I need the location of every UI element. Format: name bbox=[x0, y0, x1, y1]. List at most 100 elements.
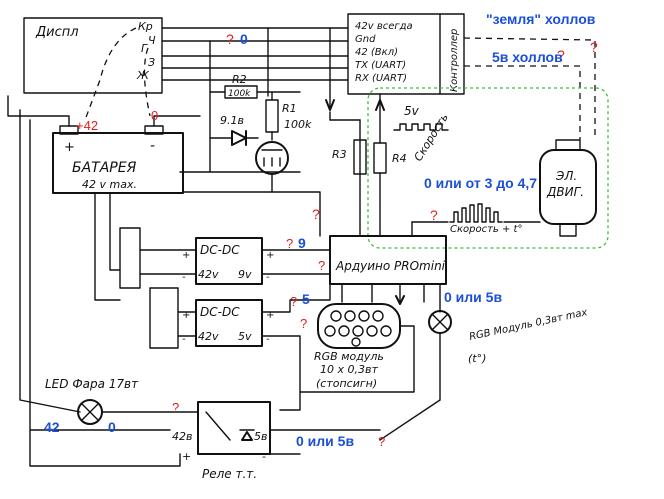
blue-annotations: 0 "земля" холлов 5в холлов 0 или от 3 до… bbox=[44, 11, 596, 449]
dcdc2-input-bracket bbox=[149, 287, 179, 349]
annotation-nine: 9 bbox=[298, 235, 306, 251]
motor-block: ЭЛ. ДВИГ. bbox=[539, 139, 597, 237]
motor-line1: ЭЛ. bbox=[555, 169, 577, 183]
annotation-plus42: +42 bbox=[76, 118, 98, 133]
relay-box bbox=[197, 401, 271, 455]
zener-label: 9.1в bbox=[220, 114, 244, 127]
dcdc2-label: DC-DC bbox=[200, 305, 240, 319]
dcdc1-plus-out: + bbox=[266, 250, 274, 261]
r4-label: R4 bbox=[392, 152, 407, 165]
annotation-q-out5: ? bbox=[300, 316, 307, 331]
annotation-forty-two: 42 bbox=[44, 419, 60, 435]
display-pin-zh: Ж bbox=[136, 69, 150, 82]
rgb-led-line1: RGB Модуль 0,3вт max bbox=[468, 307, 588, 343]
dcdc-9v-block: DC-DC 42v 9v + - + - bbox=[119, 227, 331, 289]
dcdc1-minus-out: - bbox=[266, 272, 270, 283]
dcdc2-minus-out: - bbox=[266, 334, 270, 345]
annotation-q-display: ? bbox=[226, 31, 234, 47]
dcdc1-minus-in: - bbox=[182, 272, 186, 283]
annotation-sensor-range: 0 или от 3 до 4,7 bbox=[424, 175, 537, 191]
annotation-q-sensor: ? bbox=[430, 207, 438, 223]
annotation-q-dcdc2-in: ? bbox=[290, 294, 297, 309]
hall-wires bbox=[463, 37, 596, 140]
annotation-zero-led: 0 bbox=[108, 419, 116, 435]
rgb-module-line2: 10 x 0,3вт bbox=[320, 363, 378, 376]
controller-side-label: Контроллер bbox=[449, 29, 460, 92]
annotation-hall-ground: "земля" холлов bbox=[486, 11, 596, 27]
annotation-five: 5 bbox=[302, 291, 310, 307]
r1-resistor bbox=[265, 99, 279, 133]
annotation-q-out9: ? bbox=[286, 236, 293, 251]
r1-label: R1 bbox=[282, 102, 297, 115]
dcdc2-in: 42v bbox=[198, 330, 219, 343]
dcdc1-plus-in: + bbox=[182, 250, 190, 261]
dcdc1-input-bracket bbox=[119, 227, 141, 289]
dcdc2-plus-out: + bbox=[266, 310, 274, 321]
controller-pin-rx: RX (UART) bbox=[355, 73, 407, 84]
led-headlight-block: LED Фара 17вт bbox=[45, 377, 199, 425]
controller-pin-42v: 42v всегда bbox=[355, 21, 413, 32]
annotation-q-hall-gnd: ? bbox=[590, 39, 598, 55]
relay-in42: 42в bbox=[172, 430, 192, 443]
relay-minus: - bbox=[262, 450, 266, 463]
battery-title: БАТАРЕЯ bbox=[72, 160, 137, 176]
motor-line2: ДВИГ. bbox=[546, 185, 584, 199]
annotation-zero-batt: 0 bbox=[151, 108, 158, 123]
battery-minus: - bbox=[150, 138, 155, 154]
dcdc1-box bbox=[195, 237, 263, 285]
battery-voltage: 42 v max. bbox=[82, 178, 137, 191]
controller-block: 42v всегда Gnd 42 (Вкл) TX (UART) RX (UA… bbox=[347, 13, 465, 95]
controller-box bbox=[347, 13, 465, 95]
dcdc2-minus-in: - bbox=[182, 334, 186, 345]
r1-value: 100k bbox=[284, 118, 312, 131]
speed-temp-label: Скорость + t° bbox=[450, 224, 522, 235]
battery-box bbox=[52, 132, 184, 194]
red-annotations: ? ? ? 0 +42 ? ? ? ? ? ? ? ? bbox=[76, 31, 598, 449]
square-wave-icon bbox=[393, 123, 449, 131]
battery-block: + - БАТАРЕЯ 42 v max. bbox=[52, 125, 184, 194]
r4-resistor bbox=[373, 142, 387, 174]
relay-plus: + bbox=[182, 450, 191, 463]
annotation-q-arduino-left: ? bbox=[318, 258, 325, 273]
dcdc2-out: 5v bbox=[238, 330, 252, 343]
rgb-module-line1: RGB модуль bbox=[314, 350, 384, 363]
rgb-led-line2: (t°) bbox=[468, 352, 486, 365]
rgb-led-block: RGB Модуль 0,3вт max (t°) bbox=[379, 307, 588, 441]
arduino-label: Ардуино PROmini bbox=[335, 259, 446, 273]
relay-label: Реле т.т. bbox=[202, 467, 257, 481]
dcdc1-in: 42v bbox=[198, 268, 219, 281]
arduino-block: Ардуино PROmini bbox=[329, 235, 447, 313]
relay-block: 42в 5в Реле т.т. + - bbox=[29, 401, 381, 481]
r3-label: R3 bbox=[332, 148, 347, 161]
display-pin-ch: Ч bbox=[148, 34, 156, 47]
arduino-box bbox=[329, 235, 447, 285]
controller-pin-tx: TX (UART) bbox=[355, 60, 406, 71]
annotation-q-relay-top: ? bbox=[172, 400, 179, 415]
annotation-q-r3: ? bbox=[312, 206, 320, 222]
display-pin-z: З bbox=[148, 56, 155, 69]
signal-5v-label: 5v bbox=[404, 104, 420, 118]
dcdc1-label: DC-DC bbox=[200, 243, 240, 257]
dcdc-5v-block: DC-DC 42v 5v + - + - bbox=[149, 281, 331, 411]
r2-label: R2 bbox=[232, 73, 247, 86]
dcdc2-plus-in: + bbox=[182, 310, 190, 321]
display-controller-wires bbox=[84, 27, 349, 121]
sensor-boundary bbox=[367, 87, 609, 249]
battery-plus: + bbox=[64, 140, 75, 155]
controller-pin-42on: 42 (Вкл) bbox=[355, 47, 398, 58]
display-pin-kr: Кр bbox=[138, 20, 153, 33]
annotation-zero-or-5-led: 0 или 5в bbox=[444, 289, 502, 305]
display-block: Диспл Кр Ч Г З Ж bbox=[23, 17, 163, 94]
r3-resistor bbox=[353, 139, 367, 175]
r3-r4-resistors: R3 R4 bbox=[332, 93, 407, 237]
speed-label: Скорость bbox=[412, 111, 451, 163]
dcdc2-box bbox=[195, 299, 263, 347]
motor-top-cap bbox=[555, 139, 581, 151]
controller-pin-gnd: Gnd bbox=[355, 34, 376, 45]
display-label: Диспл bbox=[35, 25, 79, 40]
annotation-q-relay-5v: ? bbox=[378, 434, 385, 449]
annotation-q-hall-5v: ? bbox=[557, 47, 565, 63]
annotation-zero-gnd: 0 bbox=[240, 31, 248, 47]
